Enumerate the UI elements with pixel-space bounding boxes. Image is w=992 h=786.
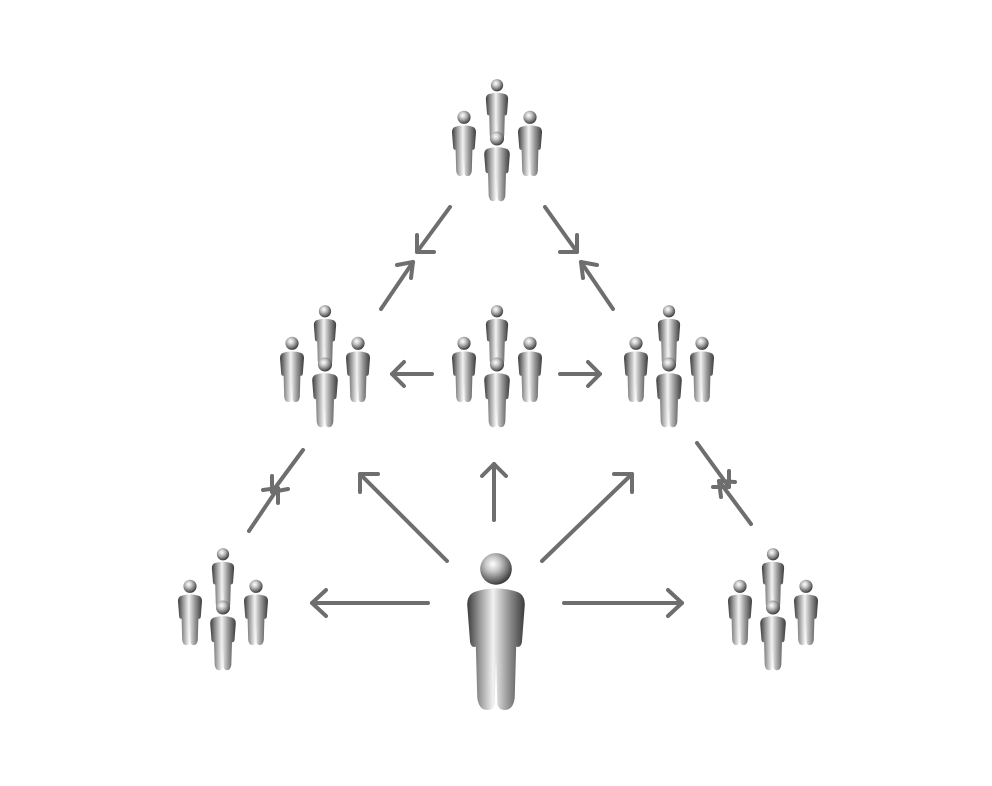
arrow-individual-to-mid-right xyxy=(540,472,634,563)
group-center-icon xyxy=(452,305,542,427)
arrow-pair-mid-left-bottom-left xyxy=(247,448,305,533)
arrow-pair-top-mid-left xyxy=(379,205,452,311)
group-bottom-right-icon xyxy=(728,548,818,670)
arrow-pair-mid-right-bottom-right xyxy=(695,441,753,526)
group-bottom-left-icon xyxy=(178,548,268,670)
arrow-individual-to-mid-left xyxy=(358,472,449,563)
group-mid-left-icon xyxy=(280,305,370,427)
group-mid-right-icon xyxy=(624,305,714,427)
arrow-center-to-mid-right xyxy=(558,360,602,388)
group-top-icon xyxy=(452,79,542,201)
arrow-pair-top-mid-right xyxy=(543,205,615,311)
arrow-center-to-mid-left xyxy=(390,360,434,388)
individual-person-icon xyxy=(467,553,525,711)
arrow-individual-to-bottom-left xyxy=(310,588,430,618)
connection-arrows xyxy=(247,205,753,618)
arrow-individual-to-bottom-right xyxy=(562,588,684,618)
arrow-individual-to-center xyxy=(480,462,508,522)
